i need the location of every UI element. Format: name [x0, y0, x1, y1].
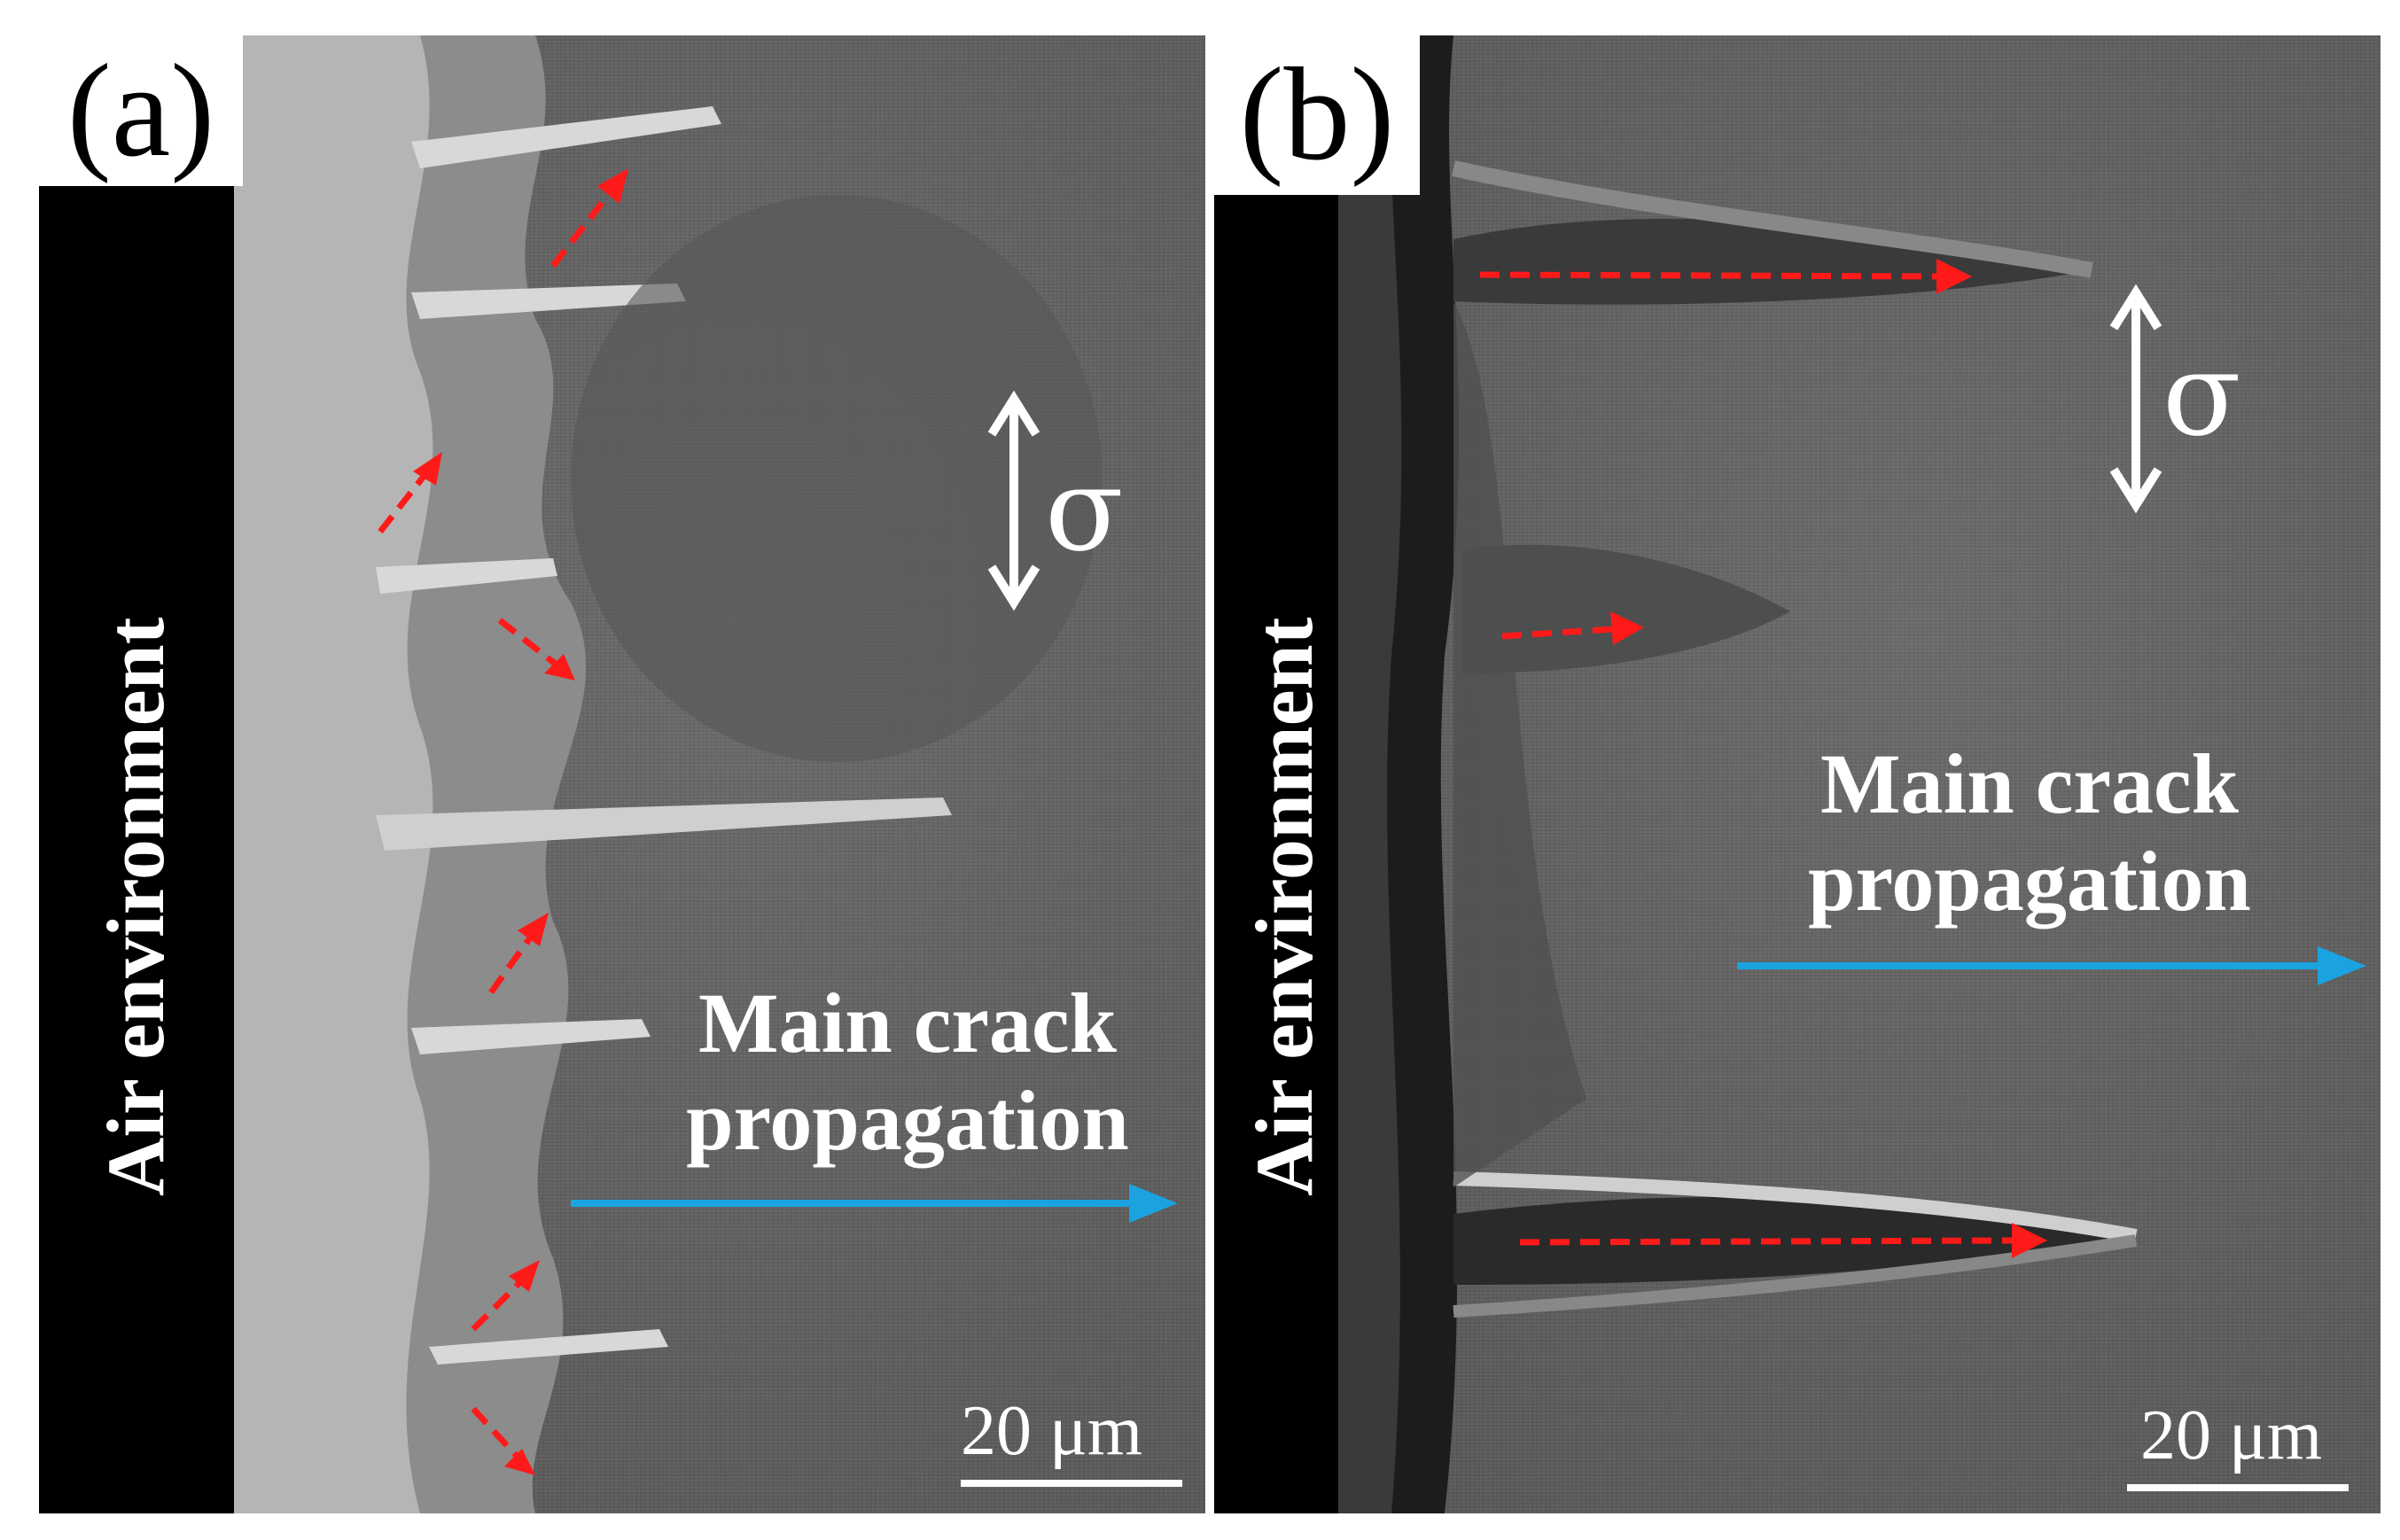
- scale-bar: [961, 1480, 1182, 1487]
- air-environment-bar: [39, 186, 234, 1513]
- crack-finger: [411, 284, 686, 319]
- panel-label: (a): [39, 35, 243, 186]
- main-crack-arrow-b: [1737, 946, 2366, 985]
- microstructure-a: [234, 35, 1178, 1513]
- crack-finger: [1462, 544, 1790, 673]
- branch-arrows-a: [378, 183, 618, 1465]
- stress-symbol: σ: [1045, 442, 1124, 577]
- branch-arrowheads-a: [413, 168, 628, 1475]
- branch-arrows-b: [1479, 271, 2017, 1246]
- air-environment-label: Air environment: [90, 617, 181, 1196]
- main-crack-label: Main crack propagation: [1808, 736, 2251, 929]
- scale-bar: [2127, 1484, 2349, 1491]
- crack-finger: [411, 1019, 651, 1054]
- stress-arrow-a: [987, 390, 1040, 611]
- branch-arrowheads-b: [1610, 259, 2047, 1258]
- crack-finger: [411, 106, 721, 168]
- sem-panel-b: Air environment (b) σ Main crack propaga…: [1214, 35, 2381, 1513]
- air-environment-bar: [1214, 195, 1338, 1513]
- main-crack-label: Main crack propagation: [686, 976, 1129, 1169]
- sem-panel-a: Air environment (a) σ Main crack propaga…: [39, 35, 1205, 1513]
- panel-label: (b): [1214, 35, 1420, 195]
- stress-symbol: σ: [2162, 327, 2241, 462]
- scale-bar-label: 20 μm: [2140, 1396, 2323, 1474]
- stress-arrow-b: [2109, 284, 2162, 514]
- air-environment-label: Air environment: [1239, 617, 1329, 1196]
- main-crack-arrow-a: [571, 1184, 1178, 1223]
- crack-finger: [376, 797, 952, 851]
- crack-finger: [376, 558, 557, 594]
- scale-bar-label: 20 μm: [961, 1392, 1143, 1470]
- microstructure-b: [1338, 35, 2366, 1513]
- crack-finger: [429, 1329, 668, 1365]
